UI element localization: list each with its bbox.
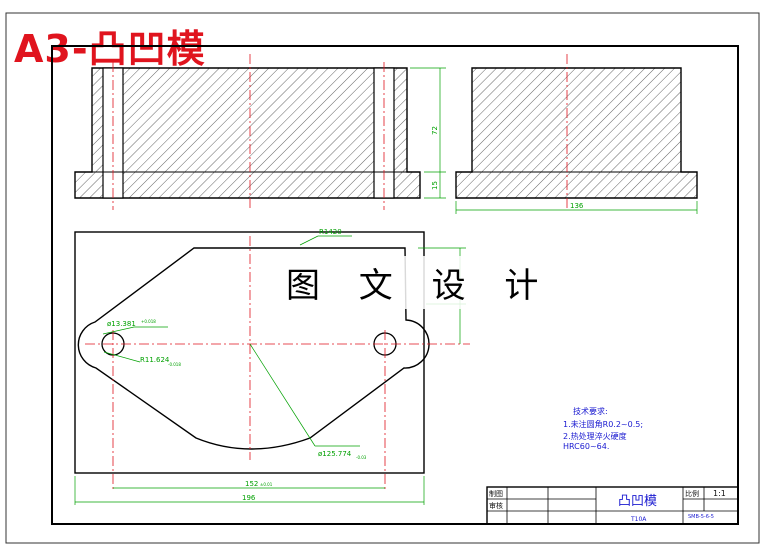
drawing-title: A3-凸凹模 [14, 27, 206, 71]
hole-spacing-tol: ±0.01 [260, 482, 273, 487]
height-flange-label: 15 [431, 181, 439, 190]
requirement-line-2: 2.热处理淬火硬度 [563, 432, 627, 441]
tb-code: SMB-5-6-5 [688, 514, 714, 520]
height-dimensions [410, 67, 446, 199]
tb-scale-label: 比例 [685, 489, 699, 498]
requirement-line-1: 1.未注圆角R0.2~0.5; [563, 420, 644, 429]
tb-drawn-label: 制图 [489, 489, 503, 498]
requirements-heading: 技术要求: [573, 407, 608, 416]
side-width-label: 136 [570, 202, 584, 210]
overall-width-label: 196 [242, 494, 256, 502]
tb-check-label: 审核 [489, 501, 503, 510]
inner-frame [51, 45, 739, 525]
arc-dia-tol: -0.03 [356, 455, 367, 460]
side-section-view [455, 54, 698, 214]
requirement-line-3: HRC60~64. [563, 442, 610, 451]
hole-spacing-label: 152 [245, 480, 258, 488]
plan-view [74, 231, 470, 490]
punch-profile [77, 247, 430, 450]
tb-scale-value: 1:1 [713, 489, 726, 498]
tb-part-name: 凸凹模 [618, 494, 657, 509]
height-total-label: 72 [431, 126, 439, 135]
title-block [486, 486, 739, 525]
tb-material: T10A [630, 516, 647, 523]
radius-left-label: R11.624 [140, 356, 170, 364]
outer-frame [5, 12, 760, 544]
arc-dia-label: ø125.774 [318, 450, 352, 458]
watermark-text: 图 文 设 计 [282, 256, 557, 309]
radius-left-tol: -0.018 [168, 362, 181, 367]
front-section-view [74, 54, 421, 210]
radius-top-label: R1420 [319, 228, 342, 236]
hole-dia-tol: +0.018 [141, 319, 156, 324]
hole-dia-label: ø13.381 [107, 320, 136, 328]
